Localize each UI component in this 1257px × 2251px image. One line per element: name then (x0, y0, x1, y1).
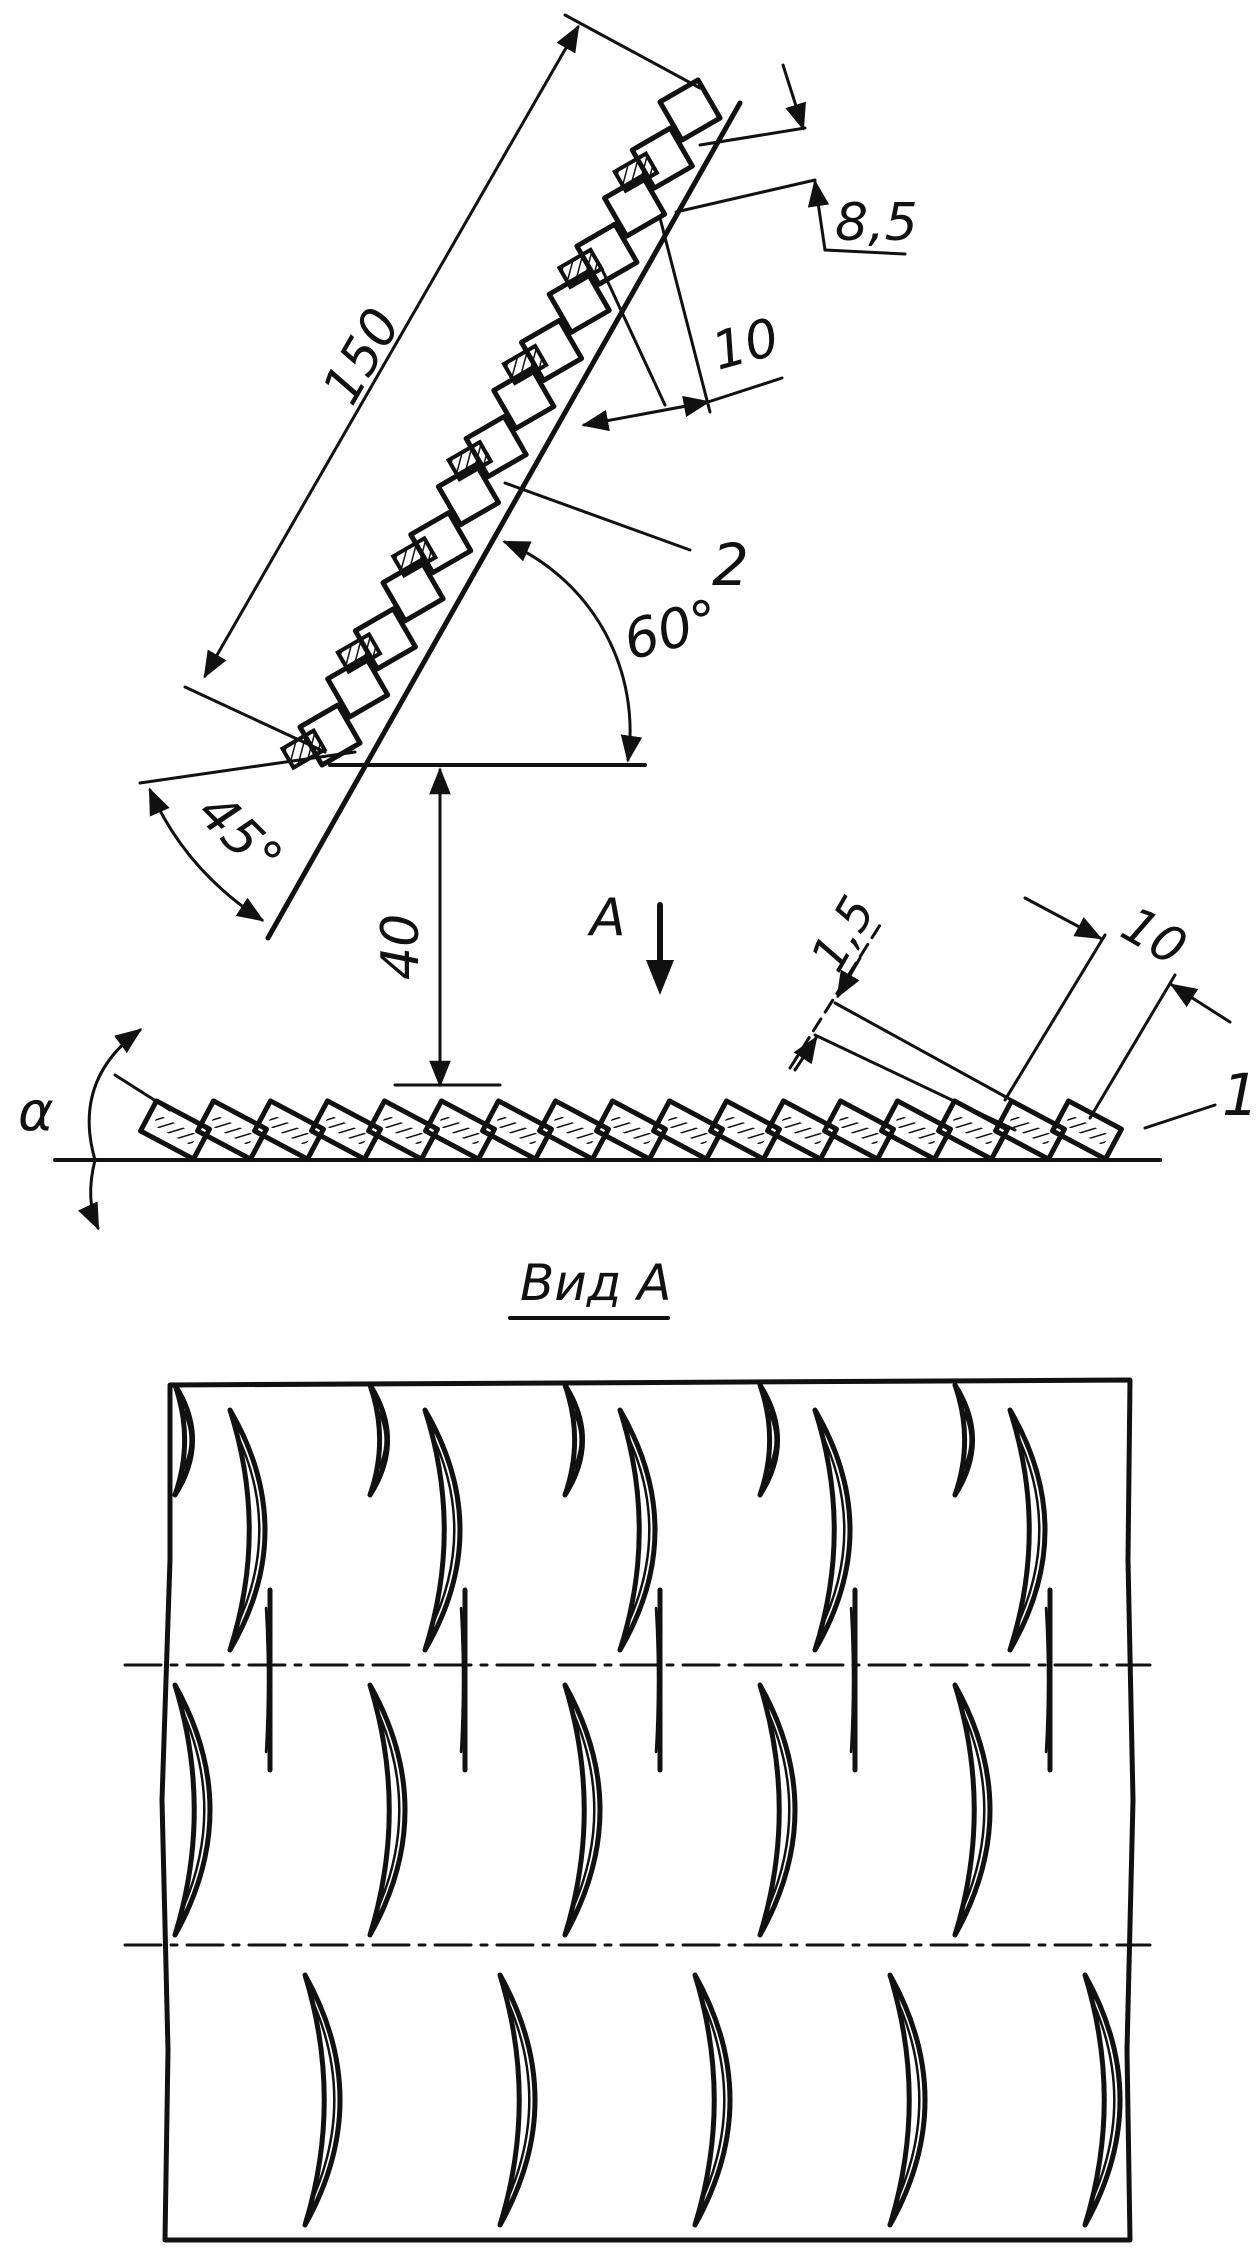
dimension-40-label: 40 (371, 914, 431, 980)
stack-element (612, 125, 695, 194)
view-a-outline (159, 1377, 1136, 2243)
angle-alpha-label: α (18, 1080, 54, 1143)
strip-element (138, 1098, 212, 1162)
crescent-slot (497, 1972, 538, 2228)
strip-element (651, 1098, 725, 1162)
crescent-slot (887, 1972, 928, 2228)
angle-alpha: α (18, 1028, 172, 1231)
crescent-slot (952, 1382, 975, 1498)
crescent-slot (1007, 1407, 1048, 1653)
crescent-slot (172, 1382, 195, 1498)
callout-1-label: 1 (1222, 1061, 1257, 1129)
crescent-slot (459, 1587, 468, 1773)
strip-element (195, 1098, 269, 1162)
view-a-marker: A (587, 888, 674, 995)
crescent-slot (562, 1382, 585, 1498)
strip-element (537, 1098, 611, 1162)
dimension-1-5-label: 1,5 (800, 887, 887, 981)
strip-element (423, 1098, 497, 1162)
view-a-marker-label: A (587, 888, 626, 948)
crescent-slot (227, 1407, 268, 1653)
strip-element (480, 1098, 554, 1162)
crescent-slot (1044, 1587, 1053, 1773)
strip-element (765, 1098, 839, 1162)
view-a-title: Вид А (508, 1254, 671, 1320)
crescent-slot (422, 1407, 463, 1653)
dimension-10-lower-label: 10 (1112, 895, 1196, 977)
view-a-slot-pattern (172, 1382, 1123, 2228)
strip-element (252, 1098, 326, 1162)
crescent-slot (812, 1407, 853, 1653)
strip-element (594, 1098, 668, 1162)
inclined-base-line (265, 100, 743, 941)
callout-2: 2 (503, 481, 749, 599)
dimension-40: 40 (371, 767, 451, 1088)
angle-60: 60° (502, 540, 726, 763)
callout-1: 1 (1143, 1061, 1257, 1130)
strip-element-row (138, 1098, 1124, 1162)
strip-element (366, 1098, 440, 1162)
view-a-panel (123, 1377, 1152, 2243)
strip-element (1050, 1098, 1124, 1162)
crescent-slot (757, 1382, 780, 1498)
crescent-slot (654, 1587, 663, 1773)
callout-2-label: 2 (712, 531, 749, 599)
inclined-assembly (265, 77, 743, 941)
dimension-10-upper-label: 10 (706, 307, 785, 382)
dimension-8-5-label: 8,5 (835, 193, 918, 253)
angle-60-label: 60° (617, 587, 726, 673)
inclined-element-stack (279, 77, 723, 771)
dimension-150-label: 150 (311, 299, 413, 415)
strip-element (309, 1098, 383, 1162)
crescent-slot (849, 1587, 858, 1773)
crescent-slot (264, 1587, 273, 1773)
crescent-slot (757, 1682, 798, 1938)
crescent-slot (1082, 1972, 1123, 2228)
crescent-slot (367, 1382, 390, 1498)
dimension-1-5: 1,5 (788, 887, 1017, 1132)
strip-element (879, 1098, 953, 1162)
dimension-8-5: 8,5 (674, 63, 918, 256)
angle-45: 45° (138, 750, 357, 922)
lower-strip (53, 1083, 1162, 1162)
crescent-slot (617, 1407, 658, 1653)
angle-45-label: 45° (186, 782, 294, 890)
crescent-slot (172, 1682, 213, 1938)
crescent-slot (692, 1972, 733, 2228)
dimension-150: 150 (183, 13, 702, 754)
crescent-slot (367, 1682, 408, 1938)
strip-element (993, 1098, 1067, 1162)
crescent-slot (952, 1682, 993, 1938)
crescent-slot (562, 1682, 603, 1938)
stack-element (657, 77, 723, 143)
strip-element (822, 1098, 896, 1162)
dimension-10-lower: 10 (1003, 895, 1232, 1120)
strip-element (708, 1098, 782, 1162)
view-a-title-label: Вид А (520, 1254, 671, 1312)
crescent-slot (302, 1972, 343, 2228)
